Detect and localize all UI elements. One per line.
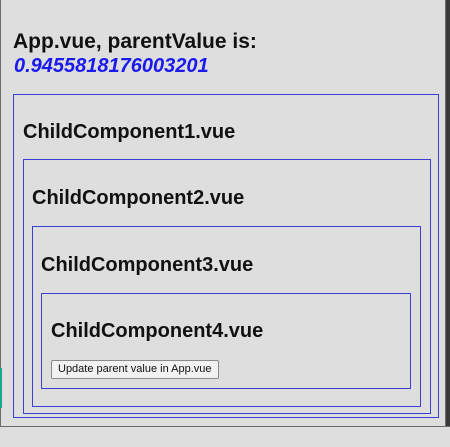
update-parent-value-button[interactable]: Update parent value in App.vue — [51, 360, 219, 379]
parent-value: 0.9455818176003201 — [14, 55, 209, 77]
app-root: App.vue, parentValue is: 0.9455818176003… — [0, 0, 446, 426]
child-component-3: ChildComponent3.vue ChildComponent4.vue … — [32, 226, 421, 407]
child-component-1-title: ChildComponent1.vue — [23, 121, 236, 143]
child-component-4-title: ChildComponent4.vue — [51, 320, 264, 342]
app-heading: App.vue, parentValue is: — [13, 30, 257, 53]
child-component-2: ChildComponent2.vue ChildComponent3.vue … — [23, 159, 431, 414]
child-component-1: ChildComponent1.vue ChildComponent2.vue … — [13, 94, 439, 418]
footer-strip — [0, 426, 450, 447]
child-component-3-title: ChildComponent3.vue — [41, 254, 254, 276]
child-component-4: ChildComponent4.vue Update parent value … — [41, 293, 411, 389]
child-component-2-title: ChildComponent2.vue — [32, 187, 245, 209]
window-edge-accent — [0, 368, 2, 408]
